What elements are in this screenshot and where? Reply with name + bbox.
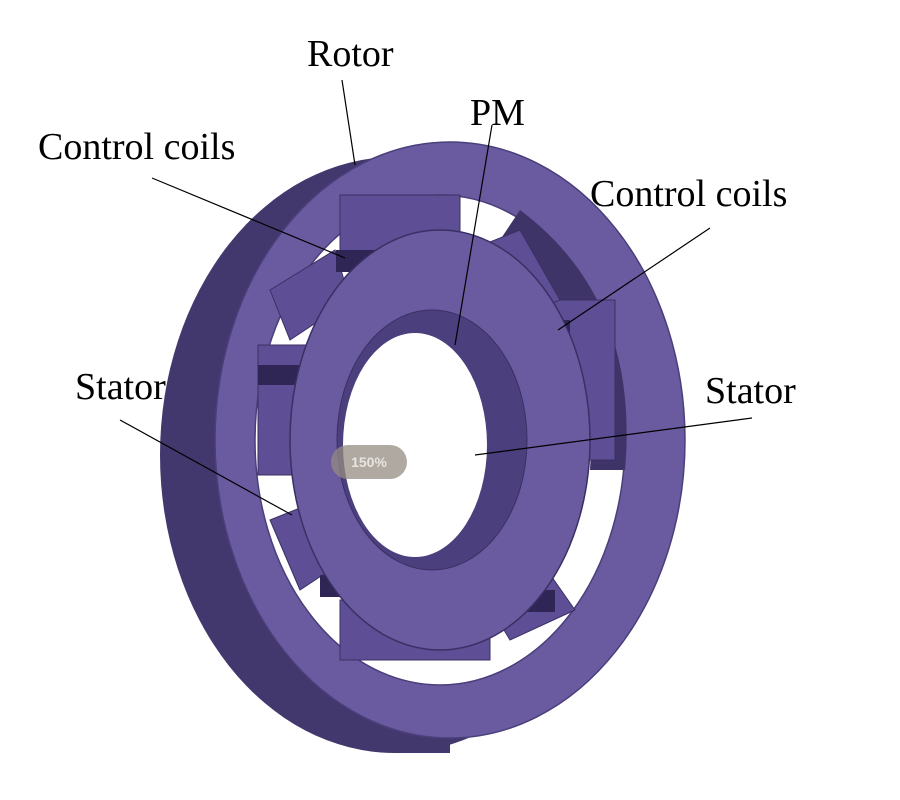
label-control-coils-right: Control coils — [590, 173, 788, 215]
label-pm: PM — [470, 92, 525, 134]
label-stator-right: Stator — [705, 370, 796, 412]
zoom-level-badge: 150% — [331, 445, 407, 479]
leader-lines — [119, 79, 753, 516]
coil — [258, 365, 303, 385]
label-control-coils-left: Control coils — [38, 126, 236, 168]
label-rotor: Rotor — [307, 33, 394, 75]
center-hole — [343, 333, 487, 557]
label-stator-left: Stator — [75, 366, 166, 408]
